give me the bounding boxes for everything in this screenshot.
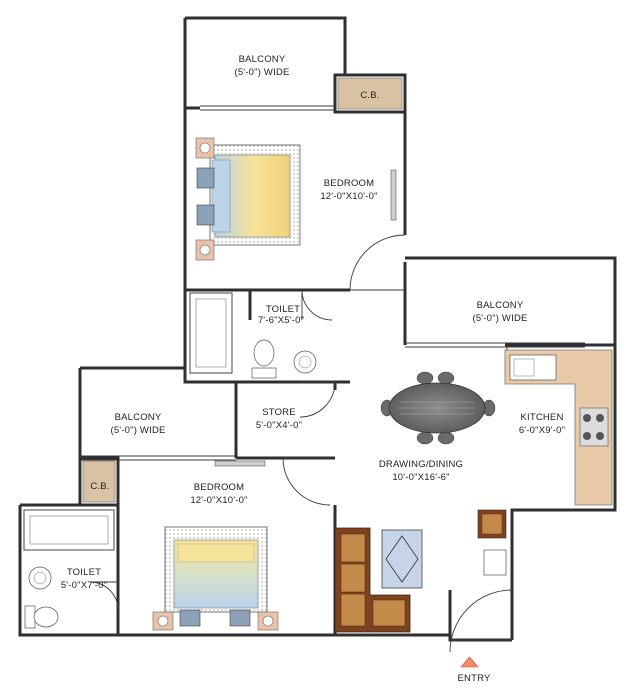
entry-arrow-icon bbox=[460, 656, 479, 668]
bedroom-top-name: BEDROOM bbox=[324, 178, 375, 189]
bedroom-bottom-dim: 12'-0"X10'-0" bbox=[190, 495, 247, 506]
balcony-top-name: BALCONY bbox=[239, 54, 286, 65]
wardrobe-top bbox=[390, 169, 397, 221]
nightstand-top-1 bbox=[195, 137, 215, 159]
cupboard-top bbox=[337, 77, 403, 110]
toilet-bottom-dim: 5'-0"X7'-0" bbox=[61, 580, 107, 591]
store-dim: 5'-0"X4'-0" bbox=[256, 420, 302, 431]
washbasin-bottom bbox=[28, 566, 52, 590]
bathtub-bottom bbox=[23, 509, 115, 551]
store-name: STORE bbox=[262, 407, 296, 418]
kitchen-counter bbox=[504, 349, 613, 506]
cb-top-label: C.B. bbox=[360, 90, 379, 101]
bedroom-top-dim: 12'-0"X10'-0" bbox=[320, 191, 377, 202]
entry-label: ENTRY bbox=[457, 673, 490, 684]
sofa bbox=[334, 527, 411, 633]
chairs-top bbox=[196, 167, 215, 226]
balcony-right-dim: (5'-0") WIDE bbox=[472, 313, 527, 324]
balcony-left-dim: (5'-0") WIDE bbox=[110, 425, 165, 436]
washbasin-top bbox=[293, 350, 317, 374]
cb-bottom-label: C.B. bbox=[90, 481, 109, 492]
armchair bbox=[477, 509, 507, 539]
balcony-right-name: BALCONY bbox=[477, 300, 524, 311]
chairs-bottom bbox=[179, 609, 251, 627]
doors bbox=[89, 234, 513, 653]
nightstand-bottom-2 bbox=[257, 611, 279, 631]
cupboard-bottom bbox=[82, 460, 116, 503]
kitchen-dim: 6'-0"X9'-0" bbox=[519, 425, 565, 436]
entry-marker: ENTRY bbox=[457, 656, 491, 684]
toilet-seat-bottom bbox=[24, 605, 59, 629]
nightstand-top-2 bbox=[195, 239, 215, 261]
toilet-top-dim: 7'-6"X5'-0" bbox=[258, 315, 304, 326]
balcony-left-name: BALCONY bbox=[115, 412, 162, 423]
kitchen-name: KITCHEN bbox=[520, 412, 563, 423]
dining-table bbox=[380, 371, 496, 445]
side-table bbox=[483, 549, 507, 576]
balcony-top-dim: (5'-0") WIDE bbox=[234, 67, 289, 78]
coffee-table bbox=[381, 529, 423, 589]
drawing-dining-dim: 10'-0"X16'-6" bbox=[392, 472, 449, 483]
nightstand-bottom-1 bbox=[152, 611, 174, 631]
bathtub-top bbox=[189, 292, 233, 374]
stove bbox=[579, 407, 609, 447]
bed-top bbox=[209, 144, 301, 246]
toilet-seat-top bbox=[251, 339, 277, 379]
toilet-top-name: TOILET bbox=[266, 304, 300, 315]
bed-bottom bbox=[164, 526, 268, 613]
bedroom-bottom-name: BEDROOM bbox=[194, 482, 245, 493]
toilet-bottom-name: TOILET bbox=[67, 567, 101, 578]
wardrobe-bottom bbox=[214, 460, 266, 467]
drawing-dining-name: DRAWING/DINING bbox=[379, 459, 463, 470]
